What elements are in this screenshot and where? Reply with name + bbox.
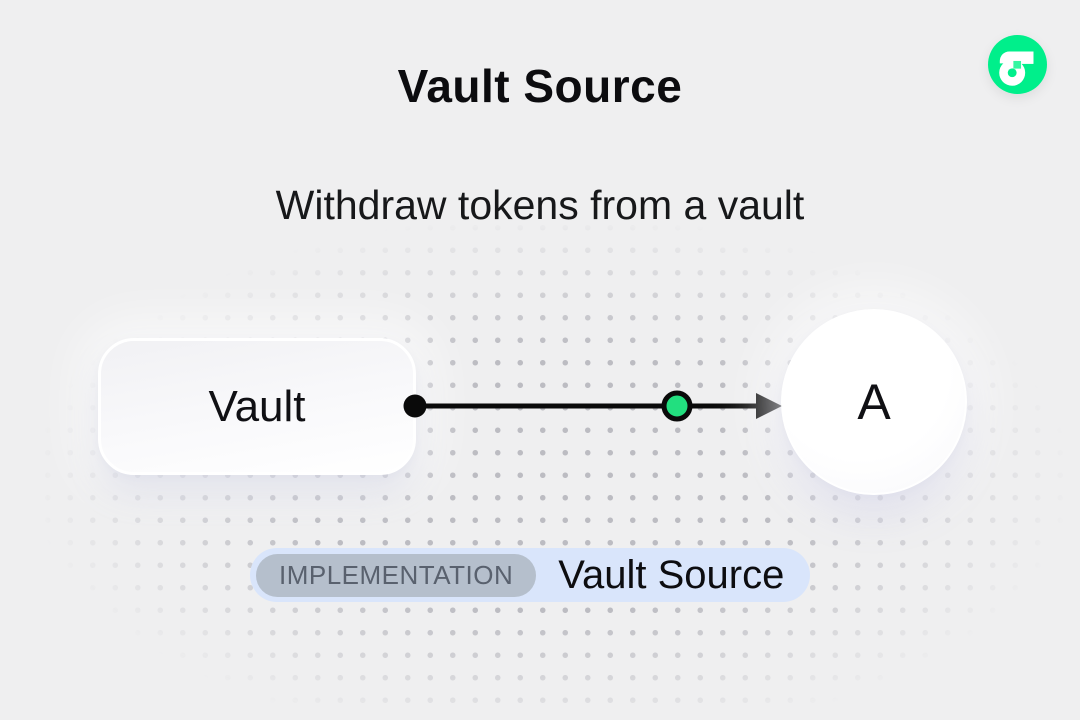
implementation-tag: IMPLEMENTATION bbox=[256, 553, 537, 597]
connector-arrow bbox=[403, 390, 782, 422]
account-node-label: A bbox=[857, 374, 891, 430]
page-title: Vault Source bbox=[397, 60, 683, 112]
connector-start-dot bbox=[403, 394, 427, 418]
implementation-badge-label: Vault Source bbox=[558, 552, 785, 597]
implementation-badge: IMPLEMENTATION Vault Source bbox=[250, 548, 811, 602]
arrowhead-icon bbox=[756, 393, 782, 419]
vault-node-label: Vault bbox=[208, 381, 306, 431]
flow-logo-icon bbox=[988, 35, 1047, 94]
account-node: A bbox=[781, 309, 967, 495]
page-subtitle: Withdraw tokens from a vault bbox=[275, 182, 805, 228]
connector-green-node bbox=[661, 390, 693, 422]
vault-node: Vault bbox=[98, 338, 416, 475]
